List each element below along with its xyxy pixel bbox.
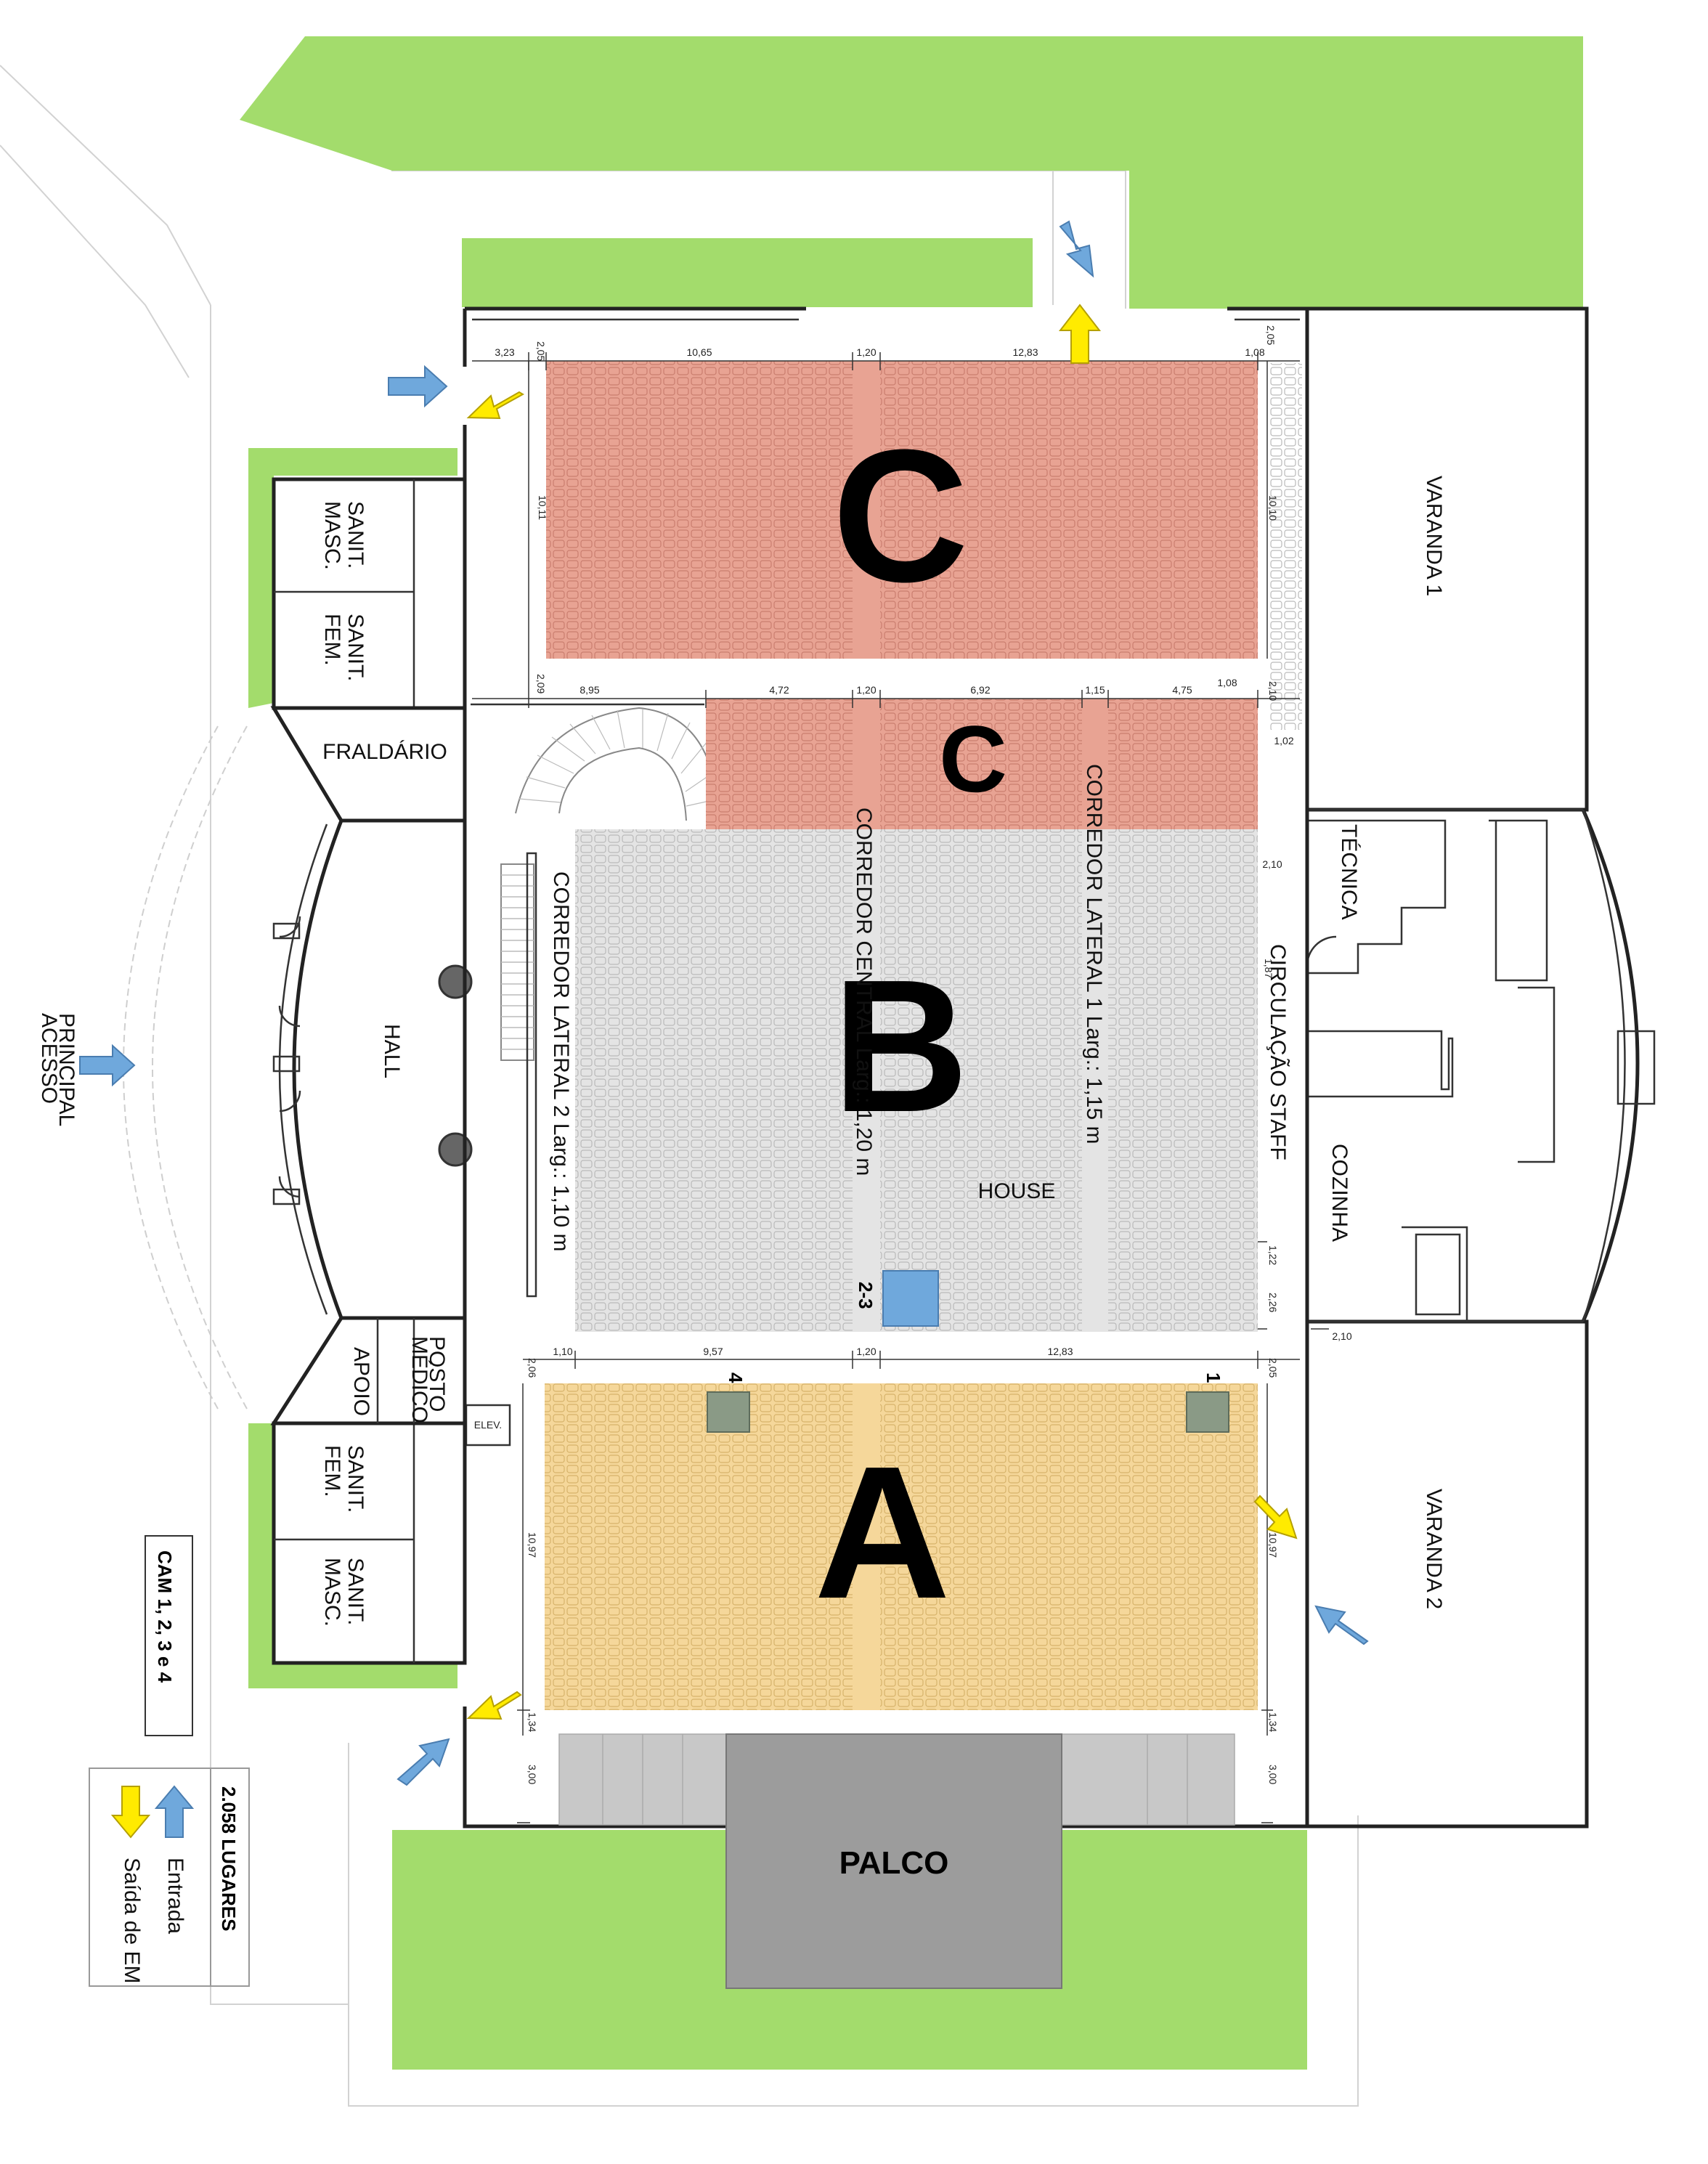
svg-text:1,02: 1,02 <box>1274 735 1293 747</box>
corredor-lateral2-label: CORREDOR LATERAL 2 Larg.: 1,10 m <box>549 871 573 1252</box>
lugares-label: 2.058 LUGARES <box>218 1786 240 1931</box>
house-label: HOUSE <box>978 1179 1056 1203</box>
exit-arrow-icon <box>466 1691 522 1720</box>
svg-text:1,08: 1,08 <box>1217 677 1237 688</box>
svg-text:9,57: 9,57 <box>703 1346 723 1357</box>
elev-label: ELEV. <box>474 1419 502 1431</box>
section-c-small <box>706 699 1258 829</box>
entry-arrow-icon <box>1314 1605 1369 1646</box>
lawn-left-bottom <box>248 1423 458 1688</box>
svg-text:2,05: 2,05 <box>535 341 547 361</box>
sanit-fem-top-label: SANIT.FEM. <box>320 614 367 681</box>
svg-text:4,72: 4,72 <box>769 684 789 696</box>
acesso-principal-label: ACESSOPRINCIPAL <box>37 1013 78 1126</box>
dimension-labels: 3,23 2,05 10,65 1,20 12,83 1,08 2,05 10,… <box>495 325 1351 1784</box>
entry-arrow-icon <box>1059 220 1094 278</box>
tecnica-label: TÉCNICA <box>1337 824 1361 920</box>
exit-arrows <box>466 304 1298 1720</box>
section-c-large <box>546 361 1258 659</box>
hall-label: HALL <box>380 1024 404 1078</box>
svg-text:1,10: 1,10 <box>553 1346 572 1357</box>
svg-text:10,11: 10,11 <box>537 495 548 520</box>
svg-text:10,97: 10,97 <box>526 1532 538 1558</box>
stage <box>558 1733 1235 1989</box>
entry-arrow-icon <box>154 1785 195 1838</box>
exit-arrow-icon <box>1253 1494 1298 1539</box>
svg-text:1,08: 1,08 <box>1245 346 1264 358</box>
svg-text:1,15: 1,15 <box>1085 684 1105 696</box>
entry-arrow-icon <box>396 1738 450 1786</box>
sanit-fem-bot-label: SANIT.FEM. <box>320 1445 367 1513</box>
right-building <box>1305 306 1656 1829</box>
sanit-masc-bot-label: SANIT.MASC. <box>320 1558 367 1627</box>
varanda2-label: VARANDA 2 <box>1422 1489 1446 1609</box>
camera-box-label: CAM 1, 2, 3 e 4 <box>154 1550 176 1683</box>
sanit-masc-top-label: SANIT.MASC. <box>320 501 367 570</box>
section-c-label: C <box>832 411 969 622</box>
svg-text:1,34: 1,34 <box>1267 1712 1279 1732</box>
dimension-lines <box>472 352 1329 1823</box>
svg-text:2,10: 2,10 <box>1262 858 1282 870</box>
svg-text:6,92: 6,92 <box>970 684 990 696</box>
lawn-top-inner <box>462 238 1033 307</box>
posto-medico-label: POSTOMÉDICO <box>407 1336 449 1423</box>
svg-text:12,83: 12,83 <box>1012 346 1038 358</box>
entry-arrow-icon <box>388 365 448 408</box>
svg-text:2,09: 2,09 <box>535 674 547 693</box>
cozinha-label: COZINHA <box>1327 1144 1351 1242</box>
svg-text:2,06: 2,06 <box>526 1358 538 1378</box>
circulacao-staff-label: CIRCULAÇÃO STAFF <box>1266 944 1290 1160</box>
corredor-lateral1-label: CORREDOR LATERAL 1 Larg.: 1,15 m <box>1082 764 1106 1144</box>
svg-text:2,26: 2,26 <box>1267 1293 1279 1312</box>
lawn-top <box>240 36 1583 309</box>
entry-arrows <box>79 220 1369 1786</box>
camera-2-3-label: 2-3 <box>855 1282 877 1309</box>
svg-text:1,20: 1,20 <box>856 1346 876 1357</box>
exit-arrow-icon <box>1058 304 1102 364</box>
entry-arrow-icon <box>79 1044 136 1087</box>
svg-text:10,65: 10,65 <box>686 346 712 358</box>
camera-4-label: 4 <box>725 1372 747 1383</box>
svg-text:1,34: 1,34 <box>526 1712 538 1732</box>
svg-text:1,87: 1,87 <box>1263 959 1274 978</box>
svg-text:2,05: 2,05 <box>1265 325 1277 345</box>
svg-text:10,97: 10,97 <box>1267 1532 1279 1558</box>
corredor-central-label: CORREDOR CENTRAL Larg.: 1,20 m <box>852 808 876 1176</box>
svg-text:2,10: 2,10 <box>1267 681 1279 701</box>
section-b <box>575 829 1258 1332</box>
exit-arrow-icon <box>110 1786 151 1839</box>
svg-text:3,00: 3,00 <box>526 1765 538 1784</box>
svg-text:10,10: 10,10 <box>1267 495 1279 521</box>
fraldario-label: FRALDÁRIO <box>322 740 447 764</box>
camera-2-3-marker <box>882 1270 939 1327</box>
camera-box: CAM 1, 2, 3 e 4 <box>145 1535 193 1736</box>
side-seats <box>1269 363 1302 730</box>
section-a-label: A <box>814 1428 951 1638</box>
svg-text:1,20: 1,20 <box>856 346 876 358</box>
palco-label: PALCO <box>839 1845 949 1881</box>
varanda1-label: VARANDA 1 <box>1422 476 1446 596</box>
section-b-label: B <box>832 941 969 1152</box>
svg-text:8,95: 8,95 <box>580 684 599 696</box>
exit-arrow-icon <box>466 391 524 420</box>
lawn-left-top <box>248 448 458 708</box>
saida-label: Saída de EM <box>120 1858 144 1983</box>
entrada-label: Entrada <box>163 1858 187 1934</box>
section-a <box>545 1383 1258 1710</box>
svg-text:1,20: 1,20 <box>856 684 876 696</box>
svg-text:2,05: 2,05 <box>1267 1358 1279 1378</box>
svg-text:2,10: 2,10 <box>1332 1330 1351 1342</box>
legend: 2.058 LUGARES Entrada Saída de EM <box>89 1768 250 1987</box>
camera-1-label: 1 <box>1203 1372 1224 1383</box>
section-c-small-label: C <box>939 706 1007 812</box>
svg-text:4,75: 4,75 <box>1172 684 1192 696</box>
camera-4-marker <box>707 1391 750 1433</box>
svg-text:12,83: 12,83 <box>1047 1346 1073 1357</box>
svg-text:3,00: 3,00 <box>1267 1765 1279 1784</box>
apoio-label: APOIO <box>349 1347 373 1416</box>
svg-text:3,23: 3,23 <box>495 346 514 358</box>
camera-1-marker <box>1186 1391 1229 1433</box>
svg-text:1,22: 1,22 <box>1267 1245 1279 1265</box>
